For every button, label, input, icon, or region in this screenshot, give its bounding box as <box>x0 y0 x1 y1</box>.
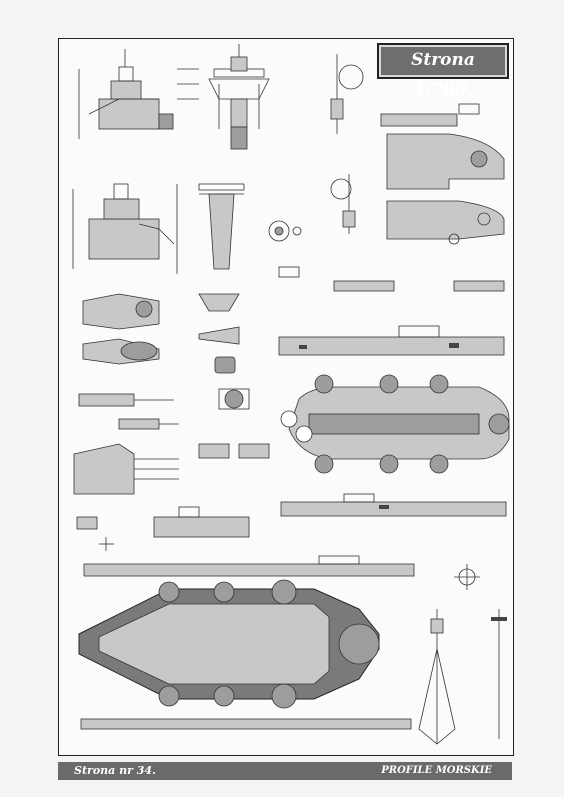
superstructure-elevation-1 <box>78 49 199 139</box>
wooden-deck-plan <box>78 579 380 709</box>
hull-side-elevation-2 <box>280 493 507 517</box>
superstructure-elevation-2 <box>72 183 178 274</box>
turret-profile-small <box>380 103 480 127</box>
mast-front-view-2 <box>198 183 245 270</box>
mast-front-view-1 <box>208 44 270 150</box>
page-footer: Strona nr 34. PROFILE MORSKIE <box>58 762 512 780</box>
bridge-profiles-row <box>278 266 505 292</box>
page-number: Strona nr 34. <box>74 764 156 777</box>
bow-plan-view-1 <box>386 133 505 190</box>
mast-radar-1 <box>330 54 364 134</box>
mast-radar-2 <box>330 174 356 234</box>
bow-detail-views <box>82 293 240 374</box>
turret-plan-small <box>198 388 270 459</box>
mast-bottom-right <box>418 609 507 745</box>
publisher-label: PROFILE MORSKIE <box>381 765 492 776</box>
hull-side-elevation-1 <box>278 325 505 356</box>
hull-profile-bottom <box>80 718 412 730</box>
round-fitting <box>268 220 302 242</box>
superstructure-small <box>76 506 250 538</box>
gauge-crosses <box>99 537 480 590</box>
turret-details <box>73 393 179 495</box>
ship-plan-drawings <box>72 44 510 745</box>
bow-plan-view-2 <box>386 200 505 245</box>
scale-badge: Strona 1:700. <box>377 43 509 100</box>
drawing-sheet: Strona 1:700. <box>58 38 514 756</box>
main-deck-plan <box>280 374 510 474</box>
hull-profile-long <box>83 555 415 577</box>
